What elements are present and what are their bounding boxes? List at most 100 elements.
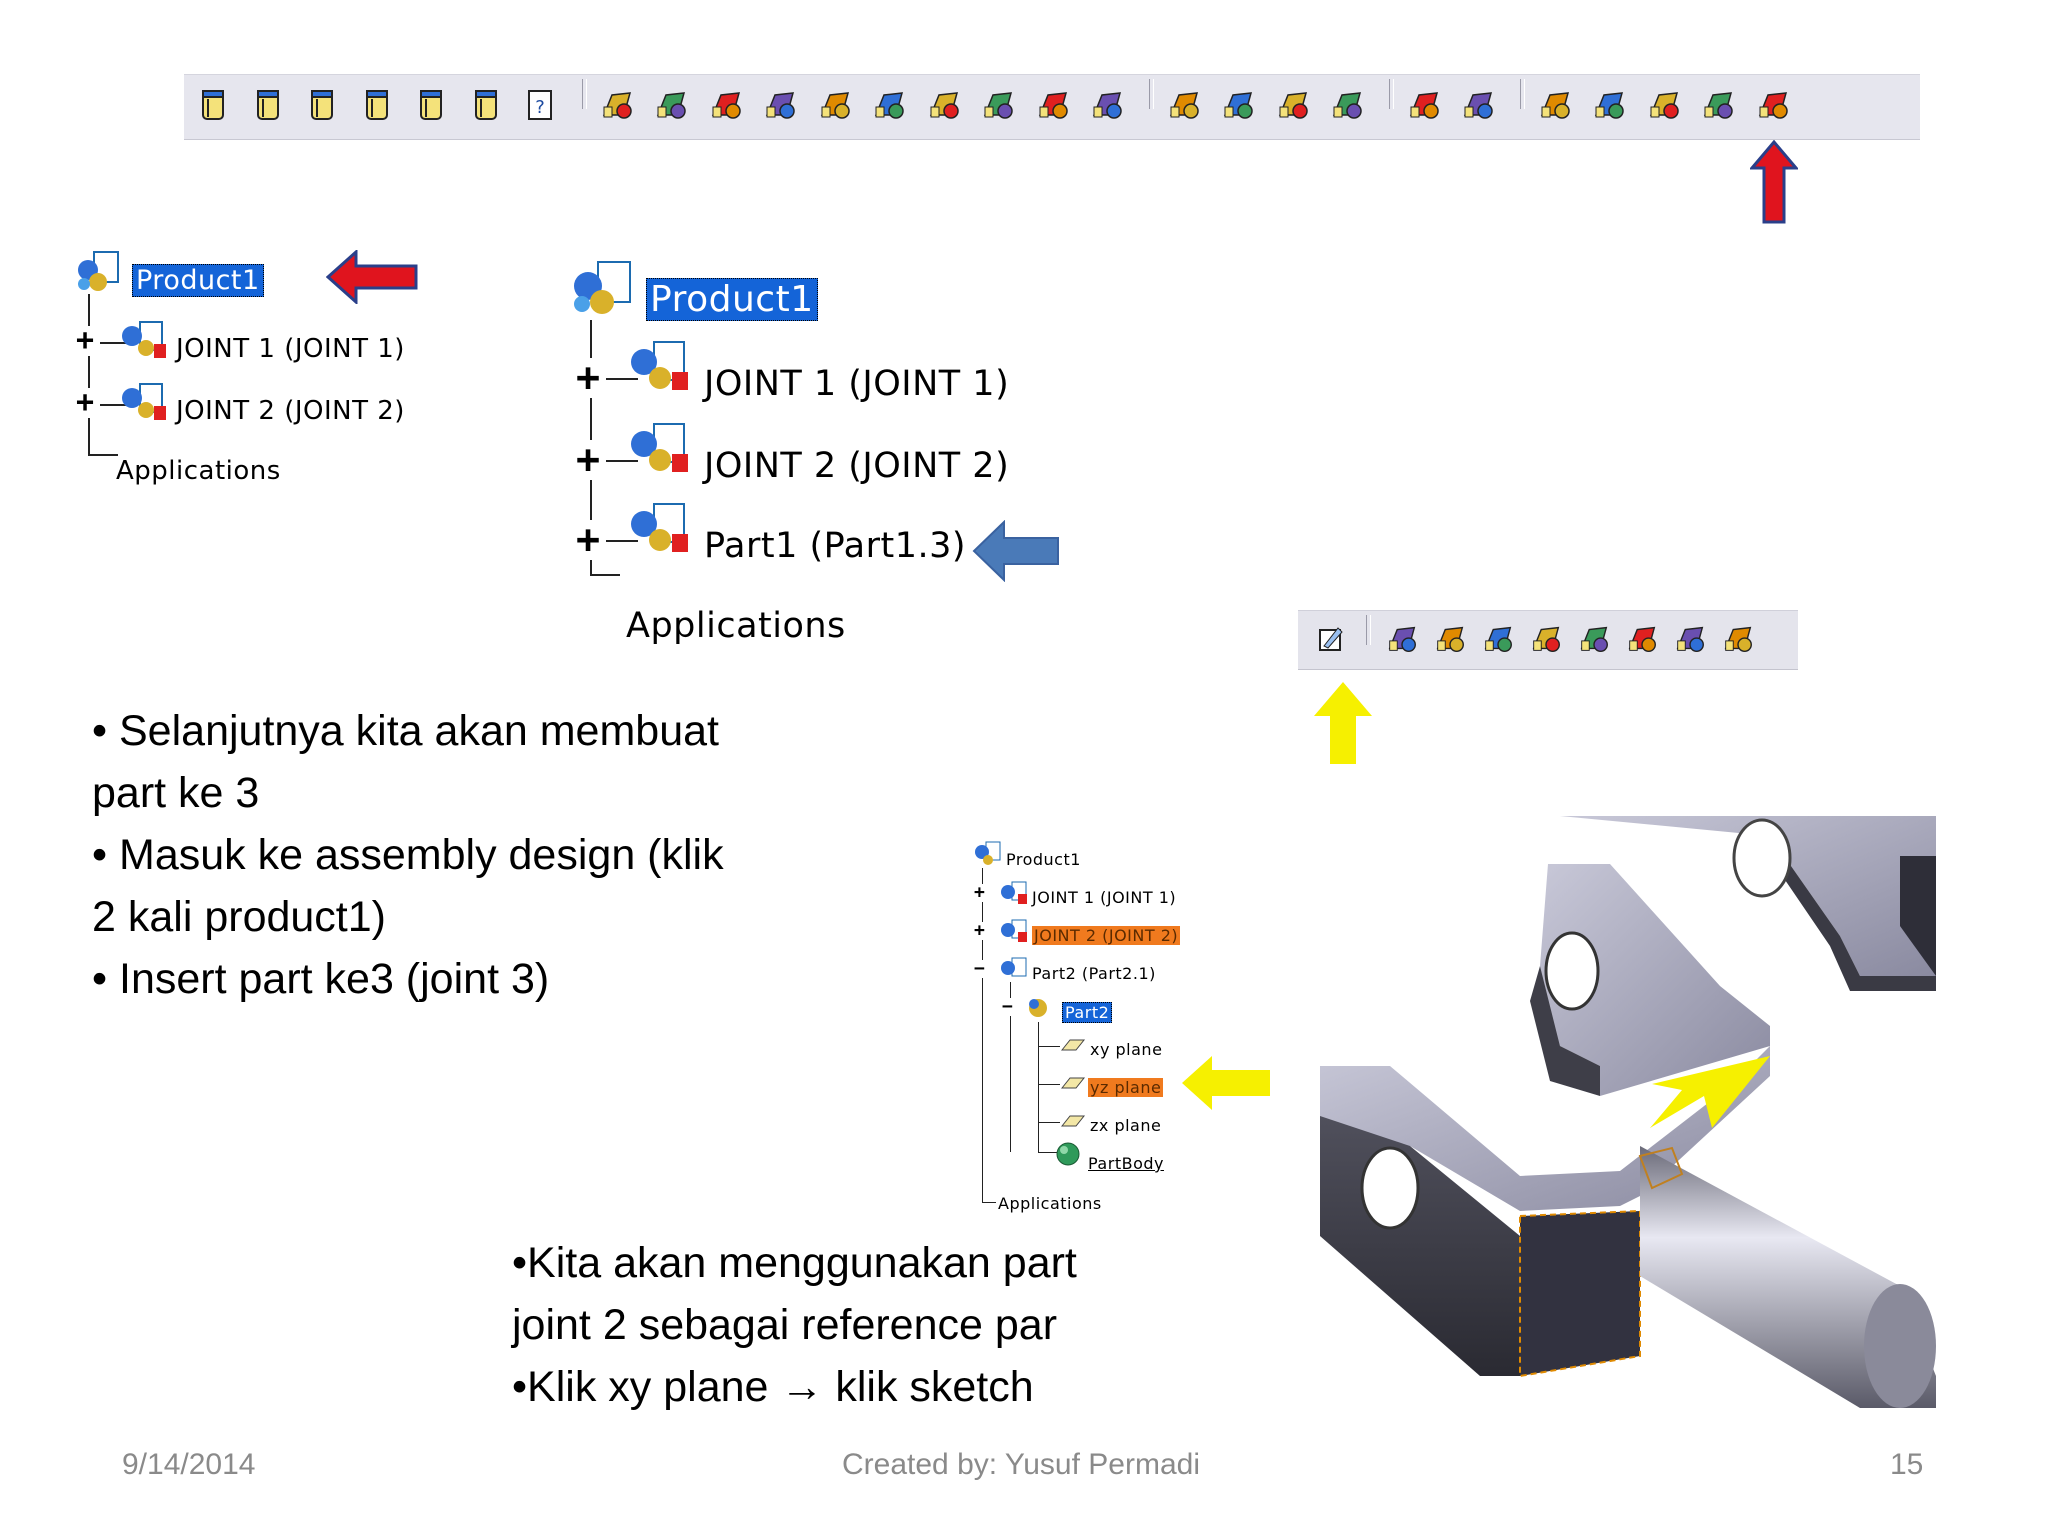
expand-icon[interactable]: + bbox=[576, 437, 601, 483]
tree-applications[interactable]: Applications bbox=[116, 456, 281, 486]
selected-face[interactable] bbox=[1519, 1209, 1641, 1378]
bracket-shape bbox=[1540, 864, 1770, 1096]
new-product-icon[interactable] bbox=[1590, 85, 1628, 125]
expand-icon[interactable]: + bbox=[576, 355, 601, 401]
plane-marker bbox=[1638, 1146, 1684, 1190]
product-icon bbox=[568, 260, 640, 329]
tree-item-joint1[interactable]: JOINT 1 (JOINT 1) bbox=[704, 364, 1010, 404]
tree-item-partbody[interactable]: PartBody bbox=[1088, 1154, 1164, 1173]
cylinder-icon[interactable] bbox=[358, 85, 396, 125]
tree-item-part1[interactable]: Part1 (Part1.3) bbox=[704, 526, 967, 566]
fillet-icon[interactable] bbox=[1624, 620, 1660, 658]
tree-item-part2[interactable]: Part2 (Part2.1) bbox=[1032, 964, 1156, 983]
new-part-icon[interactable] bbox=[1645, 85, 1683, 125]
refresh-icon[interactable] bbox=[1034, 85, 1072, 125]
red-up-arrow bbox=[1750, 140, 1798, 224]
yellow-left-arrow bbox=[1182, 1056, 1270, 1110]
rib-icon[interactable] bbox=[1576, 620, 1612, 658]
expand-icon[interactable]: + bbox=[76, 323, 95, 358]
replace-icon[interactable] bbox=[1754, 85, 1792, 125]
update-icon[interactable] bbox=[761, 85, 799, 125]
product-icon bbox=[975, 841, 1001, 865]
tree-item-joint2[interactable]: JOINT 2 (JOINT 2) bbox=[1032, 926, 1181, 945]
components-icon[interactable] bbox=[1405, 85, 1443, 125]
footer-credit: Created by: Yusuf Permadi bbox=[842, 1448, 1200, 1481]
part-icon bbox=[624, 340, 696, 405]
tree-applications[interactable]: Applications bbox=[626, 606, 846, 646]
pencil-icon[interactable] bbox=[870, 85, 908, 125]
sketch-icon[interactable] bbox=[1314, 620, 1350, 658]
cylinder-icon[interactable] bbox=[303, 85, 341, 125]
part-icon bbox=[1001, 957, 1027, 977]
insert-existing-icon[interactable] bbox=[1699, 85, 1737, 125]
collapse-icon[interactable]: − bbox=[1002, 996, 1013, 1017]
tree-item-joint1[interactable]: JOINT 1 (JOINT 1) bbox=[176, 334, 405, 364]
blue-left-arrow bbox=[972, 520, 1059, 582]
tree-item-yz-plane[interactable]: yz plane bbox=[1088, 1078, 1164, 1097]
help-icon[interactable]: ? bbox=[521, 85, 559, 125]
tree-item-joint1[interactable]: JOINT 1 (JOINT 1) bbox=[1032, 888, 1177, 907]
3d-viewport[interactable] bbox=[1300, 816, 1936, 1408]
footer-date: 9/14/2014 bbox=[122, 1448, 256, 1481]
constraint-list-icon[interactable] bbox=[979, 85, 1017, 125]
svg-text:?: ? bbox=[535, 97, 545, 118]
part-icon bbox=[116, 320, 172, 369]
tree-root-product1[interactable]: Product1 bbox=[646, 278, 818, 321]
instruction-line: •Kita akan menggunakan part bbox=[512, 1239, 1077, 1287]
cylinder-icon[interactable] bbox=[194, 85, 232, 125]
collapse-icon[interactable]: − bbox=[974, 958, 985, 979]
explode-icon[interactable] bbox=[1165, 85, 1203, 125]
tree-root-product1[interactable]: Product1 bbox=[1006, 850, 1081, 869]
reference-text: •Kita akan menggunakan part joint 2 seba… bbox=[512, 1232, 1272, 1418]
body-icon bbox=[1029, 999, 1047, 1017]
cylinder-icon[interactable] bbox=[412, 85, 450, 125]
yellow-diagonal-arrow bbox=[1650, 1056, 1770, 1128]
network-icon[interactable] bbox=[1088, 85, 1126, 125]
assembly-toolbar: ? bbox=[184, 74, 1920, 140]
partbody-icon bbox=[1056, 1142, 1080, 1166]
hole-icon[interactable] bbox=[1528, 620, 1564, 658]
cross-icon[interactable] bbox=[1274, 85, 1312, 125]
expand-icon[interactable]: + bbox=[974, 882, 985, 903]
tree-item-zx-plane[interactable]: zx plane bbox=[1090, 1116, 1162, 1135]
instruction-line: •Klik xy plane → klik sketch bbox=[512, 1363, 1034, 1411]
toolbar-separator bbox=[1519, 79, 1525, 109]
tree-root-product1[interactable]: Product1 bbox=[132, 264, 264, 297]
tree-item-xy-plane[interactable]: xy plane bbox=[1090, 1040, 1163, 1059]
shaft-shape bbox=[1640, 1146, 1936, 1408]
part-icon bbox=[116, 382, 172, 431]
product-icon bbox=[72, 250, 128, 303]
instruction-line: • Insert part ke3 (joint 3) bbox=[92, 955, 550, 1003]
new-component-icon[interactable] bbox=[1536, 85, 1574, 125]
anchor-icon[interactable] bbox=[816, 85, 854, 125]
star-icon[interactable] bbox=[1328, 85, 1366, 125]
expand-icon[interactable]: + bbox=[576, 517, 601, 563]
expand-icon[interactable]: + bbox=[974, 920, 985, 941]
measure-icon[interactable] bbox=[1720, 620, 1756, 658]
cube-icon[interactable] bbox=[652, 85, 690, 125]
plane-icon bbox=[1060, 1039, 1086, 1051]
pad-icon[interactable] bbox=[1384, 620, 1420, 658]
toolbar-separator bbox=[1388, 79, 1394, 109]
components-icon[interactable] bbox=[1459, 85, 1497, 125]
red-left-arrow bbox=[326, 250, 418, 304]
shaft-icon[interactable] bbox=[1480, 620, 1516, 658]
tree-item-joint2[interactable]: JOINT 2 (JOINT 2) bbox=[176, 396, 405, 426]
tree-applications[interactable]: Applications bbox=[998, 1194, 1102, 1213]
link-icon[interactable] bbox=[598, 85, 636, 125]
tree-item-part2-body[interactable]: Part2 bbox=[1062, 1002, 1113, 1023]
instruction-line: • Masuk ke assembly design (klik bbox=[92, 831, 724, 879]
cylinder-icon[interactable] bbox=[467, 85, 505, 125]
instruction-line: 2 kali product1) bbox=[92, 893, 386, 941]
hole-shape bbox=[1732, 818, 1792, 898]
constraint-icon[interactable] bbox=[925, 85, 963, 125]
expand-icon[interactable]: + bbox=[76, 385, 95, 420]
cylinder-icon[interactable] bbox=[249, 85, 287, 125]
instruction-text: • Selanjutnya kita akan membuat part ke … bbox=[92, 700, 852, 1010]
stretch-icon[interactable] bbox=[1219, 85, 1257, 125]
chamfer-icon[interactable] bbox=[1672, 620, 1708, 658]
specification-tree: Product1 + JOINT 1 (JOINT 1) + JOINT 2 (… bbox=[970, 840, 1230, 1220]
pocket-icon[interactable] bbox=[1432, 620, 1468, 658]
gears-icon[interactable] bbox=[707, 85, 745, 125]
tree-item-joint2[interactable]: JOINT 2 (JOINT 2) bbox=[704, 446, 1010, 486]
